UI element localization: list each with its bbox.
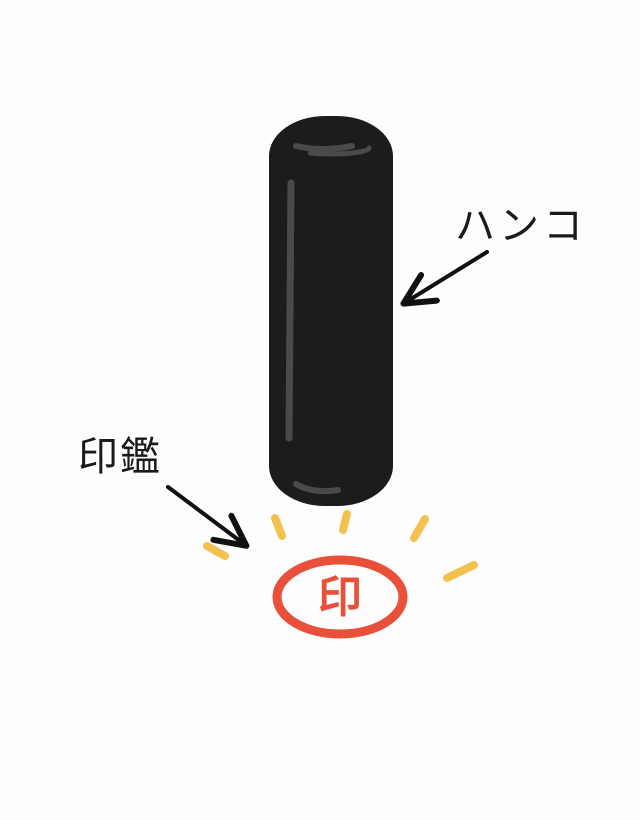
sparkle-dash <box>443 561 478 582</box>
inkan-label: 印鑑 <box>78 434 162 480</box>
hanko-label: ハンコ <box>455 203 587 249</box>
stamp-side-highlight <box>285 179 295 442</box>
stamp-bottom-highlight <box>293 481 341 495</box>
arrow-to-hanko <box>400 250 489 307</box>
seal-impression-icon: 印 <box>272 555 408 639</box>
hanko-stamp-icon <box>269 116 393 506</box>
sparkle-dash <box>203 542 229 560</box>
sparkle-dash-icon <box>203 510 478 582</box>
stamp-body <box>269 116 393 506</box>
sparkle-dash <box>271 514 286 540</box>
stamp-top-highlight <box>293 143 355 152</box>
impression-ring <box>272 555 408 639</box>
impression-text: 印 <box>318 572 362 623</box>
sparkle-dash <box>410 515 429 542</box>
arrow-to-inkan <box>166 485 250 549</box>
stamp-top-shade <box>290 139 372 157</box>
sparkle-dash <box>339 510 351 534</box>
